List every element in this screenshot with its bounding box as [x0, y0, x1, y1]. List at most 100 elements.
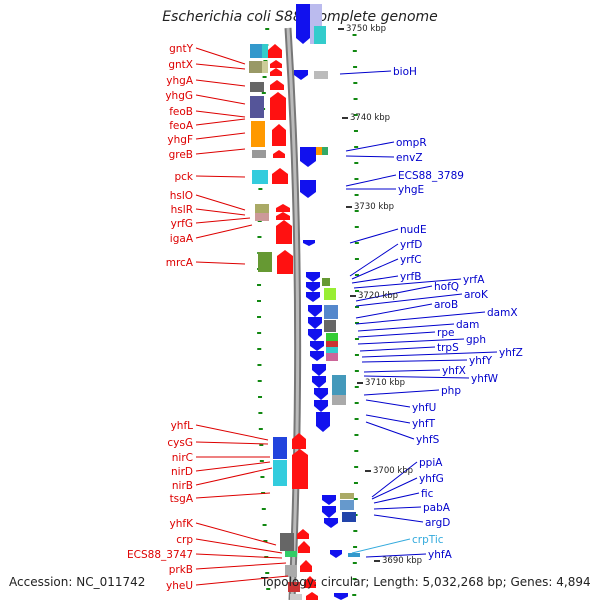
- right-gene-label-yrfC: yrfC: [400, 254, 422, 266]
- label-line: [353, 278, 462, 289]
- reverse-gene-arrow: [322, 495, 336, 505]
- gene-block: [285, 565, 297, 577]
- left-gene-label-yhgA: yhgA: [166, 75, 194, 87]
- left-gene-label-yhgF: yhgF: [167, 134, 193, 146]
- tick-mark: [353, 498, 358, 500]
- gene-block: [262, 44, 268, 58]
- forward-gene-arrow: [268, 44, 282, 58]
- label-line: [195, 175, 246, 178]
- left-gene-label-pck: pck: [174, 171, 193, 183]
- right-gene-label-rpe: rpe: [437, 327, 454, 339]
- gene-block: [273, 460, 287, 486]
- tick-mark: [263, 540, 268, 542]
- right-gene-label-fic: fic: [421, 488, 434, 500]
- forward-gene-arrow: [276, 212, 290, 220]
- left-gene-label-gntX: gntX: [168, 59, 193, 71]
- tick-mark: [354, 370, 359, 372]
- tick-mark: [266, 588, 271, 590]
- right-gene-label-gph: gph: [466, 334, 486, 346]
- left-gene-label-nirD: nirD: [171, 466, 193, 478]
- gene-block: [285, 551, 297, 557]
- tick-mark: [353, 114, 358, 116]
- label-line: [351, 538, 411, 554]
- left-gene-label-greB: greB: [169, 149, 193, 161]
- label-line: [195, 148, 246, 155]
- right-gene-label-ppiA: ppiA: [419, 457, 443, 469]
- scale-label: 3690 kbp: [382, 556, 422, 566]
- tick-mark: [354, 226, 359, 228]
- label-line: [195, 94, 246, 105]
- gene-block: [280, 533, 294, 551]
- tick-mark: [354, 450, 359, 452]
- gene-block: [326, 353, 338, 361]
- tick-mark: [258, 412, 263, 414]
- right-gene-label-yhfG: yhfG: [419, 473, 444, 485]
- reverse-gene-arrow: [306, 272, 320, 282]
- tick-mark: [257, 300, 261, 302]
- label-line: [195, 562, 287, 570]
- gene-block: [252, 150, 266, 158]
- reverse-gene-arrow: [308, 329, 322, 341]
- tick-mark: [259, 444, 264, 446]
- reverse-gene-arrow: [308, 305, 322, 317]
- right-gene-label-yhfS: yhfS: [416, 434, 440, 446]
- left-gene-label-yhgG: yhgG: [165, 90, 193, 102]
- label-line: [373, 506, 422, 510]
- left-gene-label-ECS88_3747: ECS88_3747: [127, 549, 193, 561]
- left-gene-label-mrcA: mrcA: [166, 257, 194, 269]
- right-gene-label-yhfY: yhfY: [469, 355, 493, 367]
- label-line: [195, 208, 246, 216]
- label-line: [195, 217, 251, 224]
- gene-block: [258, 252, 272, 272]
- tick-mark: [354, 466, 359, 468]
- tick-mark: [352, 594, 357, 596]
- gene-block: [340, 500, 354, 510]
- gene-block: [262, 61, 268, 73]
- label-line: [355, 303, 433, 319]
- tick-mark: [353, 530, 358, 532]
- right-gene-label-yhgE: yhgE: [398, 184, 424, 196]
- forward-gene-arrow: [292, 433, 306, 449]
- scale-tick: [357, 382, 363, 384]
- label-line: [345, 174, 397, 187]
- scale-label: 3740 kbp: [350, 113, 390, 123]
- tick-mark: [354, 290, 359, 292]
- forward-gene-arrow: [297, 529, 309, 539]
- tick-mark: [353, 66, 358, 68]
- reverse-gene-arrow: [303, 240, 315, 246]
- right-gene-label-yhfA: yhfA: [428, 549, 453, 561]
- reverse-gene-arrow: [334, 593, 348, 600]
- left-gene-label-igaA: igaA: [170, 233, 194, 245]
- left-gene-label-yhfK: yhfK: [170, 518, 195, 530]
- label-line: [195, 63, 246, 70]
- left-gene-label-feoA: feoA: [169, 120, 194, 132]
- gene-block: [326, 333, 338, 341]
- reverse-gene-arrow: [306, 282, 320, 292]
- forward-gene-arrow: [273, 150, 285, 158]
- left-gene-label-nirC: nirC: [172, 452, 193, 464]
- label-line: [361, 359, 468, 363]
- forward-gene-arrow: [270, 68, 282, 76]
- reverse-gene-arrow: [316, 412, 330, 432]
- tick-mark: [262, 524, 267, 526]
- tick-mark: [261, 92, 266, 94]
- right-gene-label-ompR: ompR: [396, 137, 427, 149]
- right-gene-label-yhfW: yhfW: [471, 373, 499, 385]
- gene-block: [332, 375, 346, 395]
- left-gene-label-yheU: yheU: [166, 580, 193, 592]
- tick-mark: [352, 50, 357, 52]
- left-gene-label-hslR: hslR: [171, 204, 193, 216]
- right-gene-label-pabA: pabA: [423, 502, 451, 514]
- reverse-gene-arrow: [312, 364, 326, 376]
- gene-features: [249, 4, 360, 600]
- gene-block: [340, 493, 354, 499]
- gene-block: [249, 61, 262, 73]
- left-gene-label-crp: crp: [176, 534, 193, 546]
- label-line: [345, 155, 395, 158]
- tick-mark: [354, 162, 359, 164]
- label-line: [195, 261, 246, 265]
- right-gene-label-yhfT: yhfT: [412, 418, 436, 430]
- label-line: [363, 389, 440, 396]
- label-line: [195, 461, 271, 472]
- right-gene-label-envZ: envZ: [396, 152, 423, 164]
